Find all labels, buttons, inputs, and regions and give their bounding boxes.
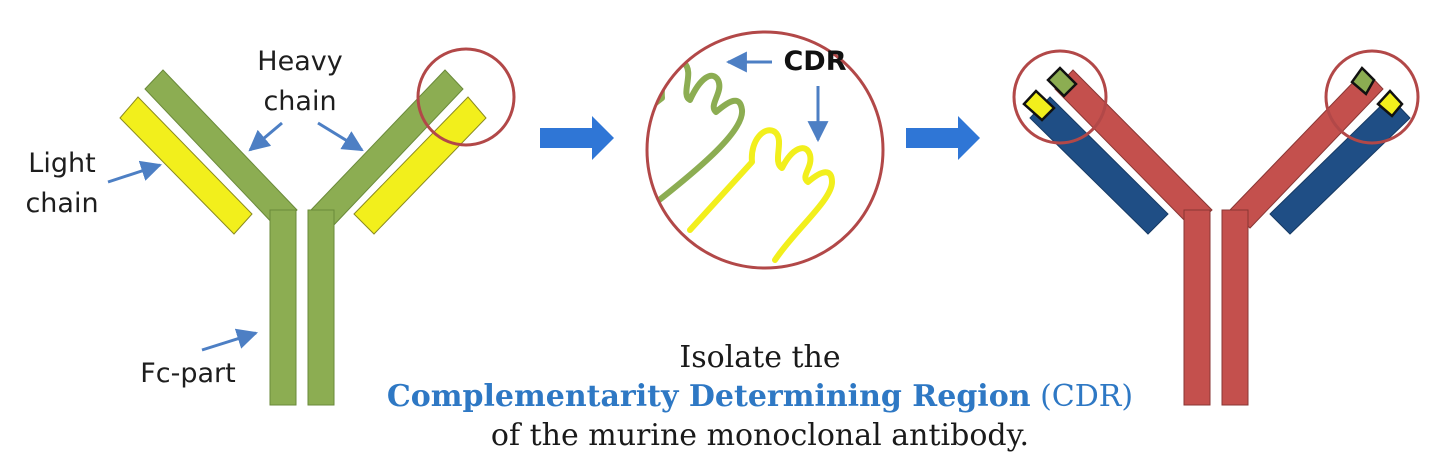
cdr-zoom-circle xyxy=(645,30,885,270)
human-fc-stem-right xyxy=(1221,209,1249,406)
grafted-cdr-left-light xyxy=(1022,89,1056,122)
murine-light-chain-right xyxy=(353,96,487,235)
human-heavy-chain-right xyxy=(1229,69,1384,229)
light-chain-label-line1: Light xyxy=(28,148,95,179)
murine-fc-stem-left xyxy=(269,209,297,406)
caption-line2: Complementarity Determining Region (CDR) xyxy=(330,378,1190,416)
cdr-zoom xyxy=(645,30,885,270)
heavy-chain-pointer-left xyxy=(248,121,283,152)
cdr-light-chain-strand xyxy=(687,127,835,263)
murine-fc-stem-right xyxy=(307,209,335,406)
human-fc-stem-left xyxy=(1183,209,1211,406)
fc-part-label: Fc-part xyxy=(140,358,236,389)
fc-part-pointer xyxy=(201,328,259,352)
grafted-cdr-circle-left xyxy=(1012,49,1108,145)
process-arrow-2 xyxy=(906,116,980,160)
human-light-chain-right xyxy=(1269,96,1411,235)
murine-heavy-chain-left xyxy=(144,69,298,229)
murine-light-chain-left xyxy=(119,96,253,235)
caption-line3: of the murine monoclonal antibody. xyxy=(490,418,1030,453)
grafted-cdr-right-heavy xyxy=(1350,66,1376,96)
caption-highlight: Complementarity Determining Region xyxy=(386,379,1031,414)
caption-abbreviation: (CDR) xyxy=(1040,379,1134,414)
heavy-chain-pointer-right xyxy=(317,121,364,152)
murine-antibody xyxy=(119,47,516,406)
grafted-cdr-left-heavy xyxy=(1046,66,1078,98)
grafted-cdr-circle-right xyxy=(1324,49,1420,145)
process-arrow-1 xyxy=(540,116,614,160)
heavy-chain-label-line2: chain xyxy=(263,86,336,117)
cdr-label: CDR xyxy=(783,46,846,77)
light-chain-pointer xyxy=(107,160,162,184)
humanized-antibody xyxy=(1012,49,1420,406)
grafted-cdr-right-light xyxy=(1376,89,1404,118)
cdr-highlight-circle xyxy=(416,47,516,147)
heavy-chain-label-line1: Heavy xyxy=(257,46,342,77)
caption-line1: Isolate the xyxy=(679,340,841,375)
light-chain-label-line2: chain xyxy=(25,188,98,219)
